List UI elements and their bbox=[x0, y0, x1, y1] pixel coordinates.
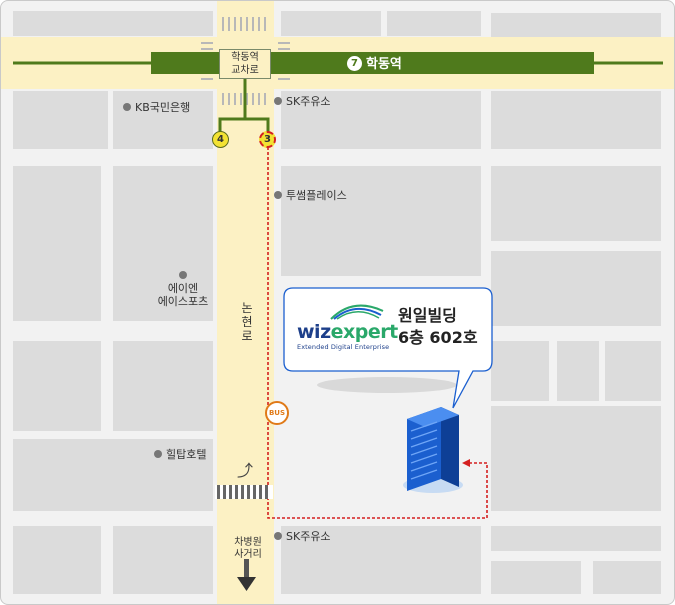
subway-line-badge: 7 bbox=[347, 56, 362, 71]
block bbox=[593, 561, 661, 594]
landmark-twosome-place: 투썸플레이스 bbox=[274, 189, 347, 202]
road-name-glyph: 논 bbox=[241, 301, 253, 315]
block bbox=[281, 91, 481, 149]
floor-room: 6층 602호 bbox=[398, 328, 478, 347]
bus-stop-icon: BUS bbox=[265, 401, 289, 425]
walking-route bbox=[267, 147, 488, 519]
brand-prefix: wiz bbox=[297, 321, 331, 343]
block bbox=[387, 11, 481, 36]
block bbox=[113, 91, 213, 149]
block bbox=[113, 341, 213, 431]
intersection-line2: 교차로 bbox=[231, 65, 259, 76]
destination-line1: 차병원 bbox=[234, 537, 262, 548]
landmark-kb-bank: KB국민은행 bbox=[123, 101, 190, 114]
block bbox=[13, 341, 101, 431]
wizexpert-logo-mark bbox=[330, 304, 384, 320]
city-blocks bbox=[13, 11, 661, 594]
road-name-glyph: 로 bbox=[241, 329, 253, 343]
station-name: 학동역 bbox=[366, 57, 402, 72]
block bbox=[491, 13, 661, 37]
block bbox=[491, 91, 661, 149]
exit-4-passage bbox=[218, 79, 247, 133]
landmark-sk-gas-north: SK주유소 bbox=[274, 95, 331, 108]
exit-3-badge: 3 bbox=[259, 131, 276, 148]
exit-3-passage bbox=[245, 117, 270, 133]
landmark-dot-icon bbox=[154, 450, 162, 458]
block bbox=[13, 91, 108, 149]
intersection-label: 학동역 교차로 bbox=[219, 49, 271, 79]
landmark-dot-icon bbox=[179, 270, 187, 279]
landmark-an-line2: 에이스포츠 bbox=[157, 295, 209, 308]
u-turn-icon: ⤴ bbox=[237, 461, 254, 480]
route-arrow-icon bbox=[462, 459, 470, 467]
block bbox=[13, 11, 213, 36]
callout-shadow bbox=[317, 377, 457, 393]
brand-tagline: Extended Digital Enterprise bbox=[297, 343, 390, 351]
building-icon bbox=[403, 407, 463, 493]
building-name: 원일빌딩 bbox=[398, 306, 457, 325]
block bbox=[281, 11, 381, 36]
block bbox=[13, 526, 101, 594]
block bbox=[491, 166, 661, 241]
block bbox=[605, 341, 661, 401]
landmark-dot-icon bbox=[274, 97, 282, 105]
block bbox=[491, 561, 581, 594]
station-label: 7 학동역 bbox=[347, 53, 402, 72]
down-arrow-icon bbox=[237, 559, 256, 591]
block bbox=[113, 526, 213, 594]
landmark-an-ace-sports: 에이엔 에이스포츠 bbox=[151, 269, 215, 308]
exit-4-badge: 4 bbox=[212, 131, 229, 148]
block bbox=[13, 166, 101, 321]
landmark-hilltop-hotel: 힐탑호텔 bbox=[154, 448, 206, 461]
destination-line2: 사거리 bbox=[234, 549, 262, 560]
block bbox=[113, 166, 213, 321]
landmark-sk-gas-south: SK주유소 bbox=[274, 530, 331, 543]
block bbox=[491, 406, 661, 511]
landmark-an-line1: 에이엔 bbox=[167, 282, 199, 295]
landmark-dot-icon bbox=[123, 103, 131, 111]
block bbox=[491, 341, 549, 401]
destination-label: 차병원 사거리 bbox=[229, 537, 267, 561]
block bbox=[13, 439, 213, 511]
road-name-glyph: 현 bbox=[241, 315, 253, 329]
landmark-dot-icon bbox=[274, 532, 282, 540]
crosswalk-icon bbox=[215, 485, 273, 499]
landmark-dot-icon bbox=[274, 191, 282, 199]
block bbox=[281, 166, 481, 276]
intersection-line1: 학동역 bbox=[231, 52, 259, 63]
brand-suffix: expert bbox=[330, 321, 399, 343]
brand-name: wizexpert bbox=[297, 321, 398, 343]
block bbox=[557, 341, 599, 401]
block bbox=[491, 251, 661, 326]
office-address: 원일빌딩 6층 602호 bbox=[398, 305, 478, 349]
block bbox=[491, 526, 661, 551]
block bbox=[281, 526, 481, 594]
